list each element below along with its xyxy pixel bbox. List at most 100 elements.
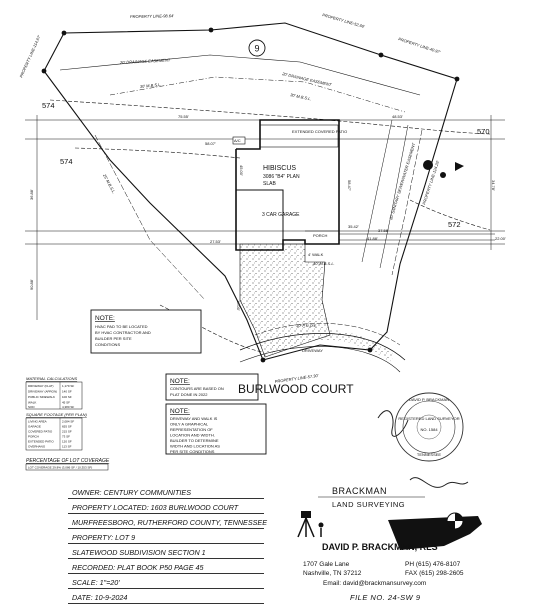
seal-number: NO. 1584 [420, 427, 438, 432]
curb-line [239, 346, 401, 373]
info-date: DATE: 10-9-2024 [72, 593, 128, 602]
info-rule [68, 603, 264, 604]
svg-text:120 SF: 120 SF [62, 440, 72, 444]
svg-text:WALK: WALK [28, 401, 36, 405]
sewer-easement-line [379, 124, 409, 269]
dimension-label: 45.00' [239, 165, 244, 176]
covered-patio-label: EXTENDED COVERED PATIO [292, 129, 347, 134]
house-name: HIBISCUS [263, 165, 296, 172]
firm-address-1: 1707 Gale Lane [303, 561, 350, 568]
house-plan: 3086 "B4" PLAN [263, 174, 300, 180]
svg-text:NOTE:: NOTE: [170, 378, 190, 385]
easement-label: 10' P.U.D.E. [296, 323, 317, 328]
svg-text:655 SF: 655 SF [62, 425, 72, 429]
dimension-label: 10.00' [236, 300, 241, 311]
ac-label: A/C [234, 138, 241, 143]
firm-address-2: Nashville, TN 37212 [303, 570, 362, 577]
info-rule [68, 498, 264, 499]
pude-line [254, 323, 401, 346]
drainage-easement-line [59, 54, 421, 96]
house-foundation: SLAB [263, 181, 276, 187]
setback-label: 40' M.B.S.L. [313, 261, 335, 266]
svg-text:CONTOURS ARE BASED ON: CONTOURS ARE BASED ON [170, 386, 224, 391]
easement-label: 20' DRAINAGE EASEMENT [281, 71, 333, 88]
sewer-easement-line [361, 119, 393, 263]
svg-text:DRIVEWAY (APRON): DRIVEWAY (APRON) [28, 390, 57, 394]
svg-text:SOD: SOD [28, 405, 35, 409]
property-line-label: PROPERTY LINE-57.30' [274, 373, 318, 384]
dimension-label: 58.07' [205, 141, 216, 146]
contour-line [49, 99, 491, 135]
porch-label: PORCH [313, 233, 328, 238]
firm-name-bottom: LAND SURVEYING [332, 500, 406, 509]
svg-text:BUILDER TO DETERMINE: BUILDER TO DETERMINE [170, 438, 219, 443]
info-lot: PROPERTY: LOT 9 [72, 533, 136, 542]
info-rule [68, 528, 264, 529]
contour-note: NOTE: CONTOURS ARE BASED ON PLAT DONE IN… [165, 373, 259, 401]
svg-text:CONDITIONS: CONDITIONS [95, 342, 120, 347]
lot-number: 9 [254, 44, 259, 54]
dimension-label: 75.55' [178, 114, 189, 119]
svg-text:EXTENDED PATIO: EXTENDED PATIO [28, 440, 54, 444]
street-name: BURLWOOD COURT [238, 382, 354, 396]
svg-text:SQUARE FOOTAGE (PER PLAN): SQUARE FOOTAGE (PER PLAN) [26, 412, 87, 417]
svg-text:REPRESENTATION OF: REPRESENTATION OF [170, 427, 213, 432]
svg-text:LIVING AREA: LIVING AREA [28, 420, 47, 424]
lot-boundary [43, 22, 458, 361]
svg-text:OVERHANG: OVERHANG [28, 445, 46, 449]
firm-phone: PH (615) 476-8107 [405, 561, 461, 568]
walk-label: 4' WALK [308, 252, 324, 257]
info-property-located: PROPERTY LOCATED: 1603 BURLWOOD COURT [72, 503, 239, 512]
info-city: MURFREESBORO, RUTHERFORD COUNTY, TENNESS… [72, 518, 268, 527]
firm-email: Email: david@brackmansurvey.com [323, 580, 427, 587]
easement-label: 20' DRAINAGE EASEMENT [119, 57, 171, 65]
seal-state: TENNESSEE [417, 452, 442, 457]
svg-text:HVAC PAD TO BE LOCATED: HVAC PAD TO BE LOCATED [95, 324, 148, 329]
square-footage-table: SQUARE FOOTAGE (PER PLAN) LIVING AREA 2,… [25, 412, 87, 451]
property-line-label: PROPERTY LINE-114.67' [18, 34, 41, 78]
info-recorded: RECORDED: PLAT BOOK P50 PAGE 45 [72, 563, 204, 572]
info-owner: OWNER: CENTURY COMMUNITIES [72, 488, 191, 497]
garage-label: 3 CAR GARAGE [262, 212, 300, 218]
svg-text:NOTE:: NOTE: [95, 315, 115, 322]
contour-label: 574 [42, 101, 55, 110]
svg-text:1,179 SF: 1,179 SF [62, 384, 74, 388]
driveway-note: NOTE: DRIVEWAY AND WALK IS ONLY A GRAPHI… [165, 403, 267, 455]
svg-text:215 SF: 215 SF [62, 430, 72, 434]
contour-line [74, 147, 241, 159]
svg-text:140 SF: 140 SF [62, 390, 72, 394]
contour-line [159, 304, 263, 353]
sewer-easement-line [391, 129, 423, 276]
svg-text:LOT COVERAGE 29.8% (3,086 SF /: LOT COVERAGE 29.8% (3,086 SF / 10,353 SF… [28, 466, 92, 470]
property-line-label: PROPERTY LINE-98.64' [130, 13, 174, 19]
contour-label: 574 [60, 157, 73, 166]
firm-name-top: BRACKMAN [332, 486, 388, 496]
dimension-label: 90.88' [29, 279, 34, 290]
seal-name: DAVID P. BRACKMAN [409, 397, 449, 402]
dimension-label: 27.53' [210, 239, 221, 244]
contour-line [409, 199, 491, 231]
house-footprint [232, 119, 340, 251]
dimension-label: 35.42' [348, 224, 359, 229]
dimension-label: 36.88' [29, 189, 34, 200]
svg-text:PLAT DONE IN 2022: PLAT DONE IN 2022 [170, 392, 208, 397]
svg-text:DRIVEWAY AND WALK IS: DRIVEWAY AND WALK IS [170, 416, 218, 421]
info-rule [68, 513, 264, 514]
sidewalk-stipple [268, 329, 395, 362]
svg-text:ONLY A GRAPHICAL: ONLY A GRAPHICAL [170, 422, 209, 427]
dimension-label: 22.00' [495, 236, 506, 241]
svg-text:LOCATION AND WIDTH.: LOCATION AND WIDTH. [170, 433, 215, 438]
info-rule [68, 573, 264, 574]
setback-label: 25' M.B.S.L. [102, 172, 117, 194]
tennessee-map-icon [388, 512, 482, 550]
info-scale: SCALE: 1"=20' [72, 578, 120, 587]
property-corner-markers [41, 27, 460, 363]
property-line-label: PROPERTY LINE-40.97' [398, 36, 442, 54]
hvac-note: NOTE: HVAC PAD TO BE LOCATED BY HVAC CON… [90, 309, 202, 354]
svg-text:WIDTH AND LOCATION AS: WIDTH AND LOCATION AS [170, 444, 220, 449]
seal-label: REGISTERED LAND SURVEYOR [398, 416, 459, 421]
setback-label: 30' M.B.S.L. [140, 82, 162, 89]
dimension-label: 41.88' [367, 236, 378, 241]
lot-number-badge: 9 [248, 39, 266, 57]
svg-text:PORCH: PORCH [28, 435, 39, 439]
